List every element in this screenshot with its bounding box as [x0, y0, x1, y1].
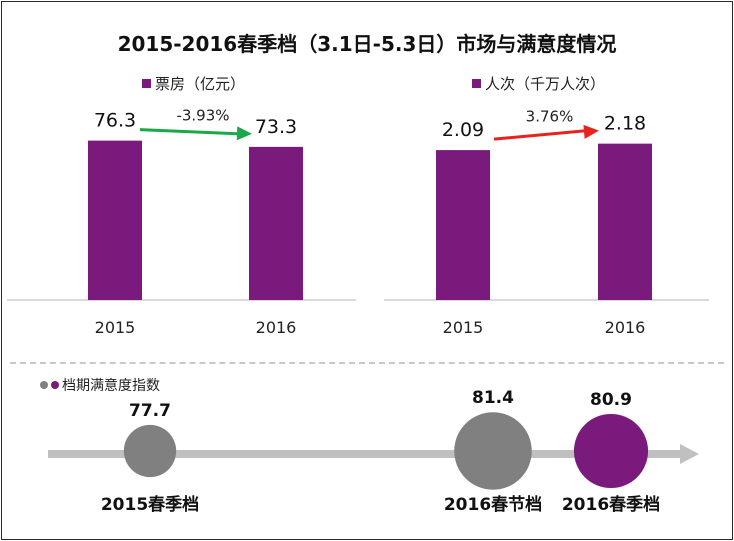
- satisfaction-bubble-point-3: [573, 413, 649, 489]
- admissions-value-label-2015: 2.09: [442, 119, 484, 141]
- admissions-change-arrow-head: [583, 124, 599, 139]
- satisfaction-bubble-point-1: [123, 424, 177, 478]
- admissions-tick-2015: 2015: [443, 318, 484, 337]
- box-office-change-label: -3.93%: [176, 107, 229, 125]
- satisfaction-value-point-3: 80.9: [590, 390, 632, 410]
- satisfaction-legend-label: 档期满意度指数: [62, 378, 160, 394]
- satisfaction-legend-dot-grey: [40, 381, 48, 389]
- satisfaction-value-point-1: 77.7: [129, 401, 171, 421]
- box-office-tick-2015: 2015: [95, 318, 136, 337]
- box-office-bar-2015: [88, 140, 142, 300]
- satisfaction-axis-arrow: [680, 444, 699, 464]
- admissions-bar-2016: [598, 143, 652, 300]
- box-office-legend-label: 票房（亿元）: [155, 75, 246, 93]
- box-office-value-label-2016: 73.3: [255, 116, 297, 138]
- box-office-tick-2016: 2016: [256, 318, 297, 337]
- admissions-chart: 2.09 2015 2.18 2016 3.76%: [384, 108, 709, 337]
- admissions-change-label: 3.76%: [526, 108, 574, 126]
- box-office-value-label-2015: 76.3: [94, 110, 136, 132]
- satisfaction-axis-bar: [48, 450, 680, 458]
- satisfaction-label-point-1: 2015春季档: [101, 494, 199, 515]
- satisfaction-legend-dot-purple: [51, 381, 59, 389]
- admissions-bar-2015: [436, 150, 490, 300]
- satisfaction-bubble-point-2: [454, 412, 532, 490]
- admissions-value-label-2016: 2.18: [604, 113, 646, 135]
- satisfaction-value-point-2: 81.4: [472, 388, 514, 408]
- section-divider: [10, 362, 724, 364]
- admissions-legend-label: 人次（千万人次）: [485, 75, 606, 93]
- box-office-change-arrow-line: [139, 128, 241, 136]
- box-office-legend: 票房（亿元）: [142, 73, 245, 94]
- box-office-change-arrow-head: [236, 126, 252, 141]
- admissions-change-arrow-line: [493, 129, 588, 141]
- admissions-legend-swatch: [472, 79, 481, 88]
- chart-title: 2015-2016春季档（3.1日-5.3日）市场与满意度情况: [117, 32, 617, 56]
- satisfaction-label-point-3: 2016春季档: [562, 494, 660, 515]
- box-office-legend-swatch: [142, 79, 151, 88]
- box-office-chart: 76.3 2015 73.3 2016 -3.93%: [7, 107, 356, 337]
- box-office-bar-2016: [249, 146, 303, 300]
- satisfaction-label-point-2: 2016春节档: [444, 494, 542, 515]
- admissions-legend: 人次（千万人次）: [472, 73, 605, 94]
- admissions-tick-2016: 2016: [605, 318, 646, 337]
- satisfaction-legend: 档期满意度指数: [40, 375, 160, 395]
